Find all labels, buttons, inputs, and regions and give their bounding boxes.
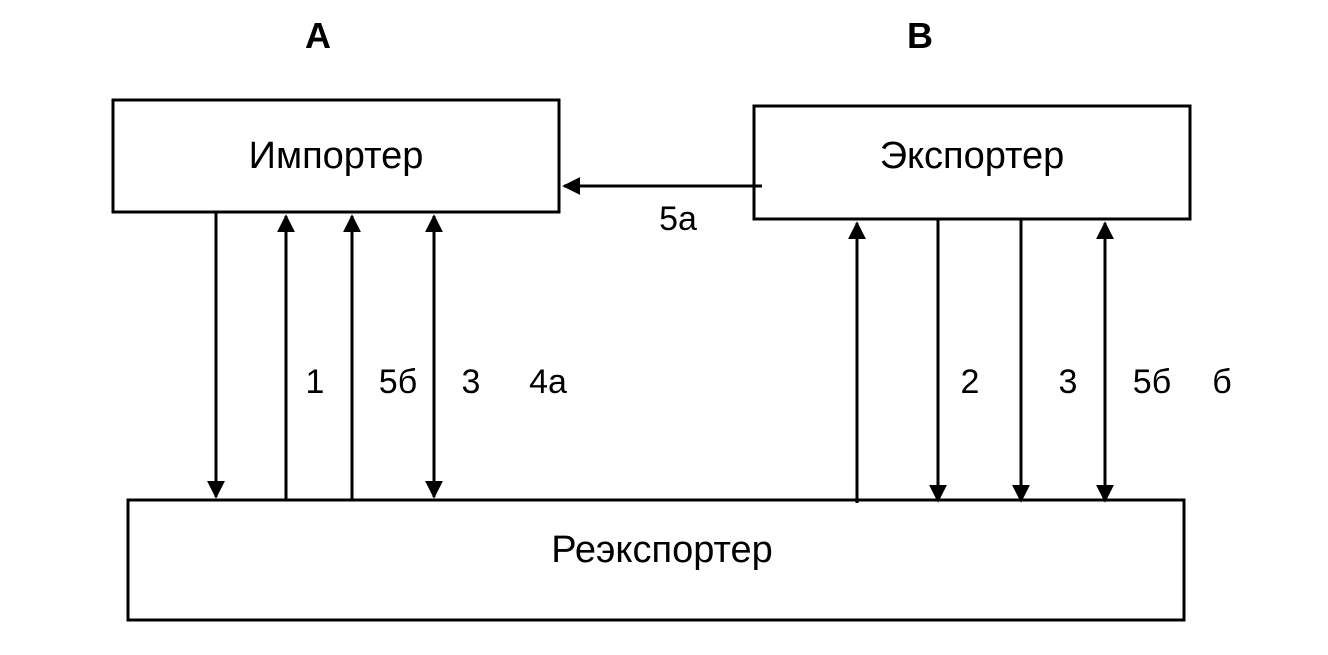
label-right-2: 2 [961, 363, 980, 401]
exporter-label: Экспортер [880, 135, 1065, 177]
label-right-5b: 5б [1133, 363, 1171, 401]
label-left-4a: 4а [529, 363, 567, 401]
label-right-3: 3 [1059, 363, 1078, 401]
heading-b: B [907, 15, 933, 56]
label-left-3: 3 [462, 363, 481, 401]
label-left-1: 1 [306, 363, 325, 401]
exporter-box [752, 104, 1192, 221]
label-right-6: б [1212, 363, 1231, 401]
reexporter-label: Реэкспортер [551, 529, 773, 571]
reexporter-box [126, 498, 1186, 622]
heading-a: A [305, 15, 331, 56]
label-left-5b: 5б [379, 363, 417, 401]
label-5a: 5а [659, 200, 697, 238]
importer-box [111, 98, 561, 214]
importer-label: Импортер [249, 135, 424, 177]
